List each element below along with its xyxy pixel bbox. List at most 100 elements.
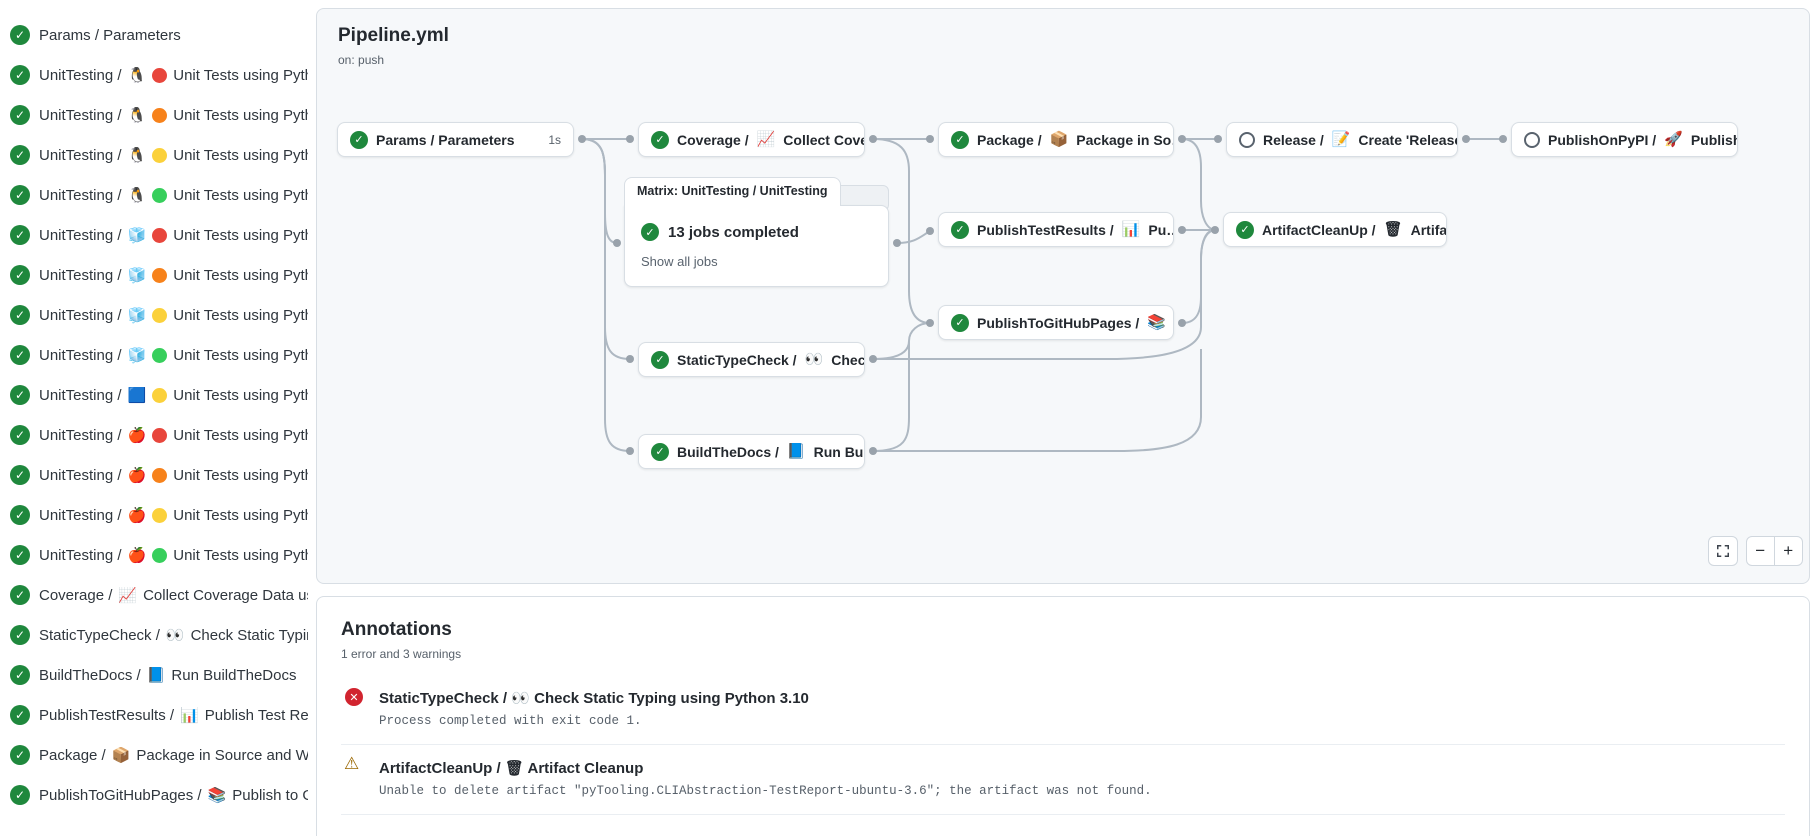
apple-icon: 🍎 — [127, 466, 147, 484]
job-name: UnitTesting / — [39, 266, 122, 284]
success-icon: ✓ — [350, 130, 368, 149]
success-icon: ✓ — [10, 105, 30, 125]
job-name: PublishToGitHubPages / — [977, 314, 1140, 331]
graph-node-stc[interactable]: ✓StaticTypeCheck /👀Chec…13s — [638, 342, 865, 377]
graph-node-btd[interactable]: ✓BuildTheDocs /📘Run Buil…47s — [638, 434, 865, 469]
graph-node-coverage[interactable]: ✓Coverage /📈Collect Cove…25s — [638, 122, 865, 157]
success-icon: ✓ — [10, 65, 30, 85]
sidebar-job-label: UnitTesting /🍎Unit Tests using Pyth… — [39, 507, 308, 524]
books-icon: 📚 — [207, 786, 227, 804]
success-icon: ✓ — [10, 465, 30, 485]
annotation-job-link[interactable]: StaticTypeCheck / 👀 Check Static Typing … — [379, 690, 809, 707]
fullscreen-icon — [1717, 545, 1729, 557]
penguin-icon: 🐧 — [127, 66, 147, 84]
sidebar-job-item[interactable]: ✓UnitTesting /🐧Unit Tests using Pyth… — [0, 135, 308, 175]
color-dot — [152, 187, 168, 203]
job-name: Params / Parameters — [376, 131, 515, 148]
workflow-graph-card: Pipeline.yml on: push ✓Params / Paramete… — [316, 8, 1810, 584]
zoom-in-button[interactable]: + — [1783, 541, 1794, 560]
sidebar-job-label: UnitTesting /🍎Unit Tests using Pyth… — [39, 467, 308, 484]
sidebar-job-item[interactable]: ✓UnitTesting /🍎Unit Tests using Pyth… — [0, 495, 308, 535]
job-name: ArtifactCleanUp / — [1262, 221, 1376, 238]
color-dot — [152, 67, 168, 83]
success-icon: ✓ — [951, 313, 969, 332]
annotation-message: Process completed with exit code 1. — [379, 714, 642, 728]
sidebar-job-label: Coverage /📈Collect Coverage Data usi… — [39, 587, 308, 604]
job-name: UnitTesting / — [39, 466, 122, 484]
graph-edges — [578, 135, 1507, 455]
sidebar-job-item[interactable]: ✓UnitTesting /🍎Unit Tests using Pyth… — [0, 415, 308, 455]
color-dot — [152, 107, 168, 123]
job-description: Create 'Release P… — [1358, 131, 1458, 148]
success-icon: ✓ — [10, 265, 30, 285]
zoom-button-group: − + — [1746, 536, 1803, 566]
success-icon: ✓ — [10, 625, 30, 645]
sidebar-job-label: UnitTesting /🟦Unit Tests using Pyth… — [39, 387, 308, 404]
graph-node-package[interactable]: ✓Package /📦Package in So…25s — [938, 122, 1174, 157]
sidebar-job-item[interactable]: ✓UnitTesting /🍎Unit Tests using Pyth… — [0, 535, 308, 575]
job-description: Publish to … — [1690, 131, 1738, 148]
sidebar-job-item[interactable]: ✓UnitTesting /🧊Unit Tests using Pyth… — [0, 295, 308, 335]
sidebar-job-item[interactable]: ✓UnitTesting /🧊Unit Tests using Pyth… — [0, 215, 308, 255]
color-dot — [152, 507, 168, 523]
graph-node-acu[interactable]: ✓ArtifactCleanUp /🗑Artifac…3s — [1223, 212, 1447, 247]
job-description: Check Static Typing… — [190, 626, 308, 644]
annotation-job-link[interactable]: ArtifactCleanUp / 🗑 Artifact Cleanup — [379, 760, 644, 777]
job-name: UnitTesting / — [39, 66, 122, 84]
success-icon: ✓ — [951, 130, 969, 149]
sidebar-job-item[interactable]: ✓PublishTestResults /📊Publish Test Resu… — [0, 695, 308, 735]
success-icon: ✓ — [641, 223, 659, 241]
book-icon: 📘 — [786, 443, 806, 460]
zoom-out-button[interactable]: − — [1747, 537, 1775, 565]
apple-icon: 🍎 — [127, 546, 147, 564]
color-dot — [152, 307, 168, 323]
sidebar-job-item[interactable]: ✓ UnitTesting / 🐧 Unit Tests using Pyth… — [0, 55, 308, 95]
job-name: UnitTesting / — [39, 146, 122, 164]
graph-node-pypi[interactable]: PublishOnPyPI /🚀Publish to … — [1511, 122, 1738, 157]
job-description: Package in So… — [1076, 131, 1173, 148]
sidebar-job-item[interactable]: ✓UnitTesting /🐧Unit Tests using Pyth… — [0, 95, 308, 135]
fullscreen-button[interactable] — [1708, 536, 1738, 566]
sidebar-job-item[interactable]: ✓UnitTesting /🟦Unit Tests using Pyth… — [0, 375, 308, 415]
sidebar-job-label: PublishToGitHubPages /📚Publish to G… — [39, 787, 308, 804]
sidebar-job-item[interactable]: ✓Params / Parameters — [0, 15, 308, 55]
job-name: UnitTesting / — [39, 186, 122, 204]
job-description: Unit Tests using Pyth… — [173, 66, 308, 84]
job-name: BuildTheDocs / — [677, 443, 779, 460]
sidebar-job-item[interactable]: ✓UnitTesting /🧊Unit Tests using Pyth… — [0, 335, 308, 375]
job-name: PublishTestResults / — [39, 706, 175, 724]
apple-icon: 🍎 — [127, 426, 147, 444]
job-description: Unit Tests using Pyth… — [173, 546, 308, 564]
matrix-group-card[interactable]: ✓ 13 jobs completed Show all jobs — [624, 205, 889, 287]
sidebar-job-label: UnitTesting /🧊Unit Tests using Pyth… — [39, 267, 308, 284]
sidebar-job-item[interactable]: ✓PublishToGitHubPages /📚Publish to G… — [0, 775, 308, 815]
bar-chart-icon: 📊 — [180, 706, 199, 724]
job-name: UnitTesting / — [39, 306, 122, 324]
apple-icon: 🍎 — [127, 506, 147, 524]
sidebar-job-item[interactable]: ✓Package /📦Package in Source and Wh… — [0, 735, 308, 775]
graph-node-release[interactable]: Release /📝Create 'Release P… — [1226, 122, 1458, 157]
warning-icon: ⚠ — [344, 754, 360, 773]
job-name: Package / — [977, 131, 1042, 148]
job-description: Unit Tests using Pyth… — [173, 226, 308, 244]
graph-node-ptghp[interactable]: ✓PublishToGitHubPages /📚…13s — [938, 305, 1174, 340]
job-description: Unit Tests using Pyth… — [173, 506, 308, 524]
workflow-file-title: Pipeline.yml — [338, 25, 449, 46]
graph-node-ptr[interactable]: ✓PublishTestResults /📊Pu…17s — [938, 212, 1174, 247]
job-name: BuildTheDocs / — [39, 666, 141, 684]
wastebasket-icon: 🗑 — [1383, 221, 1403, 238]
sidebar-job-item[interactable]: ✓UnitTesting /🐧Unit Tests using Pyth… — [0, 175, 308, 215]
color-dot — [152, 267, 168, 283]
sidebar-job-item[interactable]: ✓UnitTesting /🍎Unit Tests using Pyth… — [0, 455, 308, 495]
sidebar-job-item[interactable]: ✓BuildTheDocs /📘Run BuildTheDocs — [0, 655, 308, 695]
sidebar-job-item[interactable]: ✓Coverage /📈Collect Coverage Data usi… — [0, 575, 308, 615]
success-icon: ✓ — [10, 305, 30, 325]
sidebar-job-item[interactable]: ✓ UnitTesting /🧊Unit Tests using Pyth… — [0, 255, 308, 295]
show-all-jobs-link[interactable]: Show all jobs — [641, 254, 718, 269]
success-icon: ✓ — [1236, 220, 1254, 239]
job-description: Chec… — [831, 351, 865, 368]
sidebar-job-item[interactable]: ✓StaticTypeCheck /👀Check Static Typing… — [0, 615, 308, 655]
success-icon: ✓ — [651, 442, 669, 461]
ice-cube-icon: 🧊 — [127, 306, 147, 324]
